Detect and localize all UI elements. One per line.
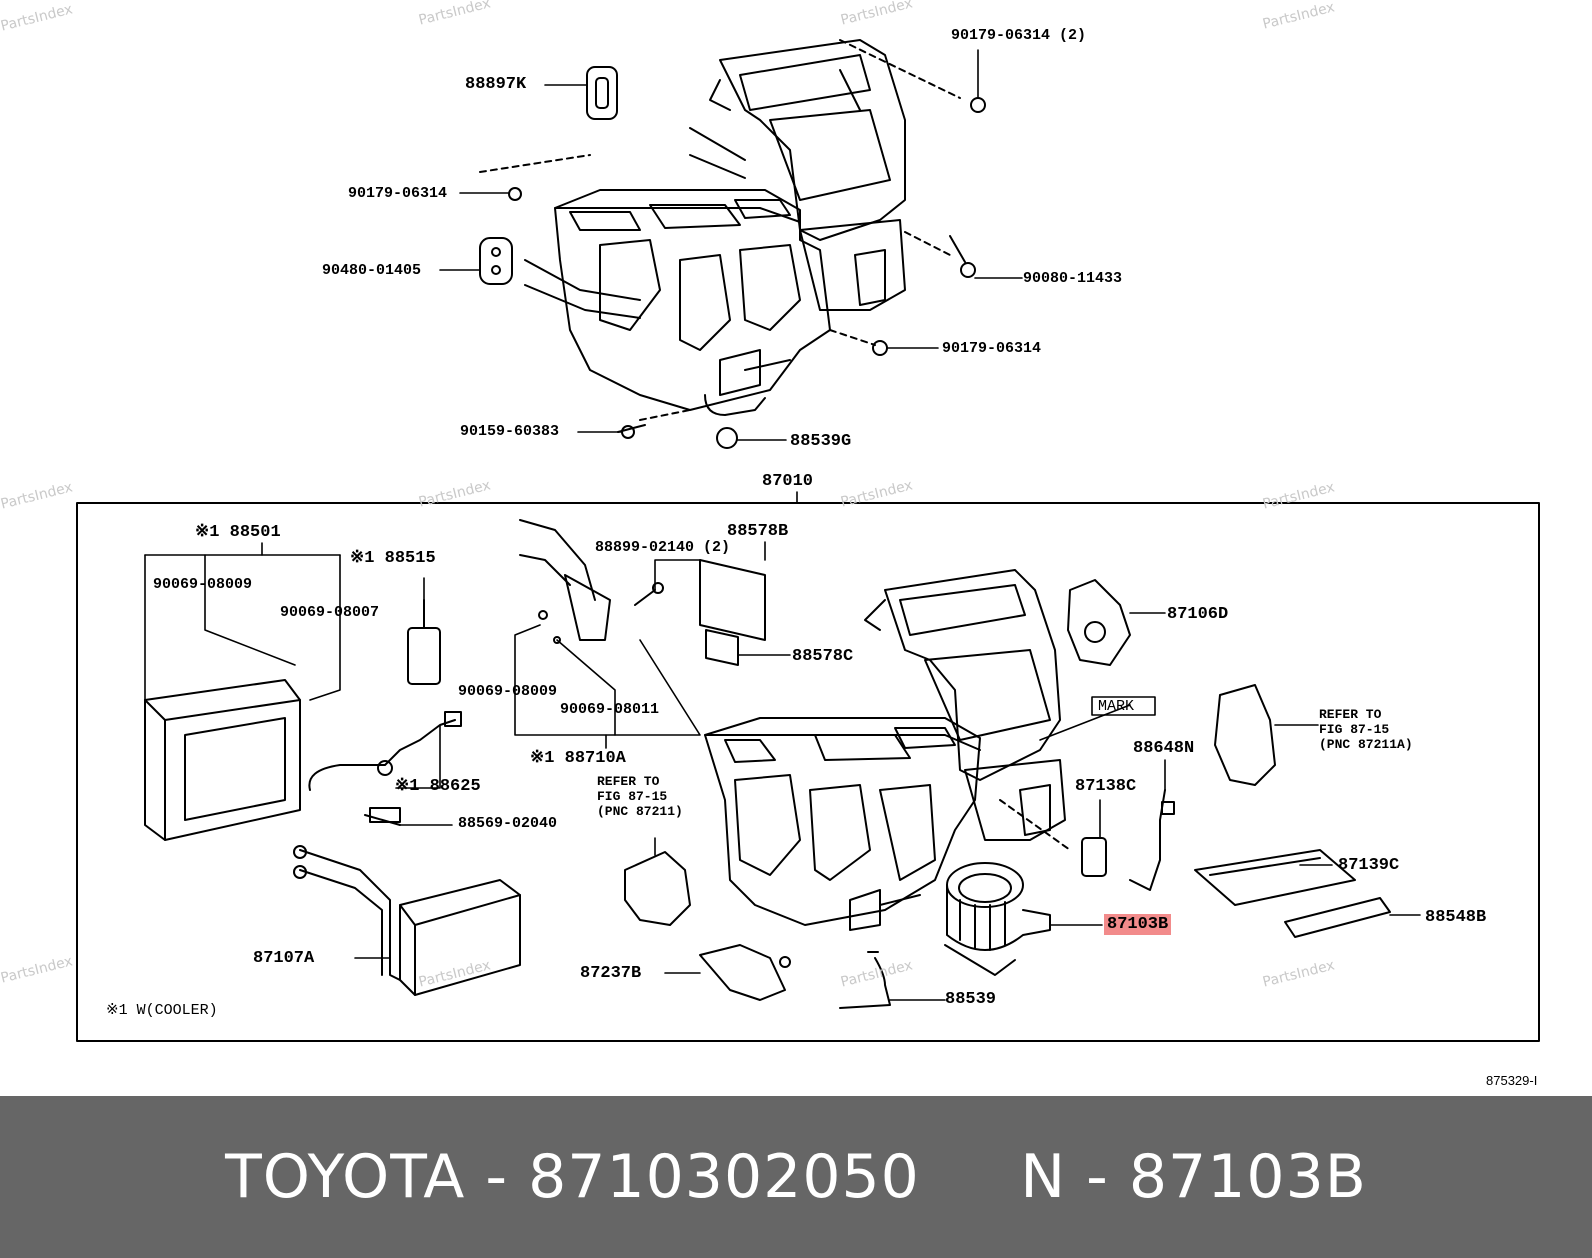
part-label-87103B[interactable]: 87103B xyxy=(1104,914,1172,935)
lower-hvac-unit-drawing xyxy=(144,519,1391,1009)
part-label-90179-06314-2[interactable]: 90179-06314 (2) xyxy=(951,27,1087,44)
highlighted-part-87103B[interactable]: 87103B xyxy=(1104,914,1172,935)
exploded-view-frame xyxy=(76,502,1540,1042)
part-label-88501[interactable]: ※1 88501 xyxy=(195,523,281,542)
mark-box xyxy=(1091,696,1156,716)
part-label-90080-11433[interactable]: 90080-11433 xyxy=(1023,270,1123,287)
part-label-87139C[interactable]: 87139C xyxy=(1338,856,1400,875)
part-label-87106D[interactable]: 87106D xyxy=(1167,605,1229,624)
footnote-cooler: ※1 W(COOLER) xyxy=(106,1002,218,1019)
lower-leader-lines xyxy=(144,541,1421,1001)
part-label-90179-06314-b[interactable]: 90179-06314 xyxy=(942,340,1042,357)
part-label-88569-02040[interactable]: 88569-02040 xyxy=(458,815,558,832)
part-label-88899-02140[interactable]: 88899-02140 (2) xyxy=(595,539,731,556)
part-label-88710A[interactable]: ※1 88710A xyxy=(530,749,626,768)
diagram-drawing xyxy=(76,39,1540,1042)
part-label-88515[interactable]: ※1 88515 xyxy=(350,549,436,568)
part-label-87107A[interactable]: 87107A xyxy=(253,949,315,968)
part-label-90069-08007[interactable]: 90069-08007 xyxy=(280,604,380,621)
part-label-88548B[interactable]: 88548B xyxy=(1425,908,1487,927)
part-label-90069-08011[interactable]: 90069-08011 xyxy=(560,701,660,718)
upper-small-parts-drawing xyxy=(479,66,986,449)
part-label-90480-01405[interactable]: 90480-01405 xyxy=(322,262,422,279)
part-label-88539G[interactable]: 88539G xyxy=(790,432,852,451)
footer-part-info: TOYOTA - 8710302050 N - 87103B xyxy=(225,1142,1367,1212)
parts-diagram: PartsIndex PartsIndex PartsIndex PartsIn… xyxy=(0,0,1540,1088)
part-label-88897K[interactable]: 88897K xyxy=(465,75,527,94)
footer-bar: TOYOTA - 8710302050 N - 87103B xyxy=(0,1096,1592,1258)
part-label-90179-06314[interactable]: 90179-06314 xyxy=(348,185,448,202)
part-label-87010[interactable]: 87010 xyxy=(762,472,814,491)
refer-note-87211[interactable]: REFER TO FIG 87-15 (PNC 87211) xyxy=(597,774,683,819)
part-label-87237B[interactable]: 87237B xyxy=(580,964,642,983)
part-label-88578C[interactable]: 88578C xyxy=(792,647,854,666)
part-label-88578B[interactable]: 88578B xyxy=(727,522,789,541)
part-label-88625[interactable]: ※1 88625 xyxy=(395,777,481,796)
part-label-88539[interactable]: 88539 xyxy=(945,990,997,1009)
upper-hvac-unit-drawing xyxy=(479,39,961,421)
refer-note-87211A[interactable]: REFER TO FIG 87-15 (PNC 87211A) xyxy=(1319,707,1413,752)
upper-leader-lines xyxy=(439,49,1023,441)
mark-label: MARK xyxy=(1098,698,1135,715)
part-label-90069-08009[interactable]: 90069-08009 xyxy=(153,576,253,593)
figure-reference-code: 875329-I xyxy=(1486,1073,1538,1088)
part-label-90069-08009-b[interactable]: 90069-08009 xyxy=(458,683,558,700)
part-label-87138C[interactable]: 87138C xyxy=(1075,777,1137,796)
part-label-88648N[interactable]: 88648N xyxy=(1133,739,1195,758)
part-label-90159-60383[interactable]: 90159-60383 xyxy=(460,423,560,440)
